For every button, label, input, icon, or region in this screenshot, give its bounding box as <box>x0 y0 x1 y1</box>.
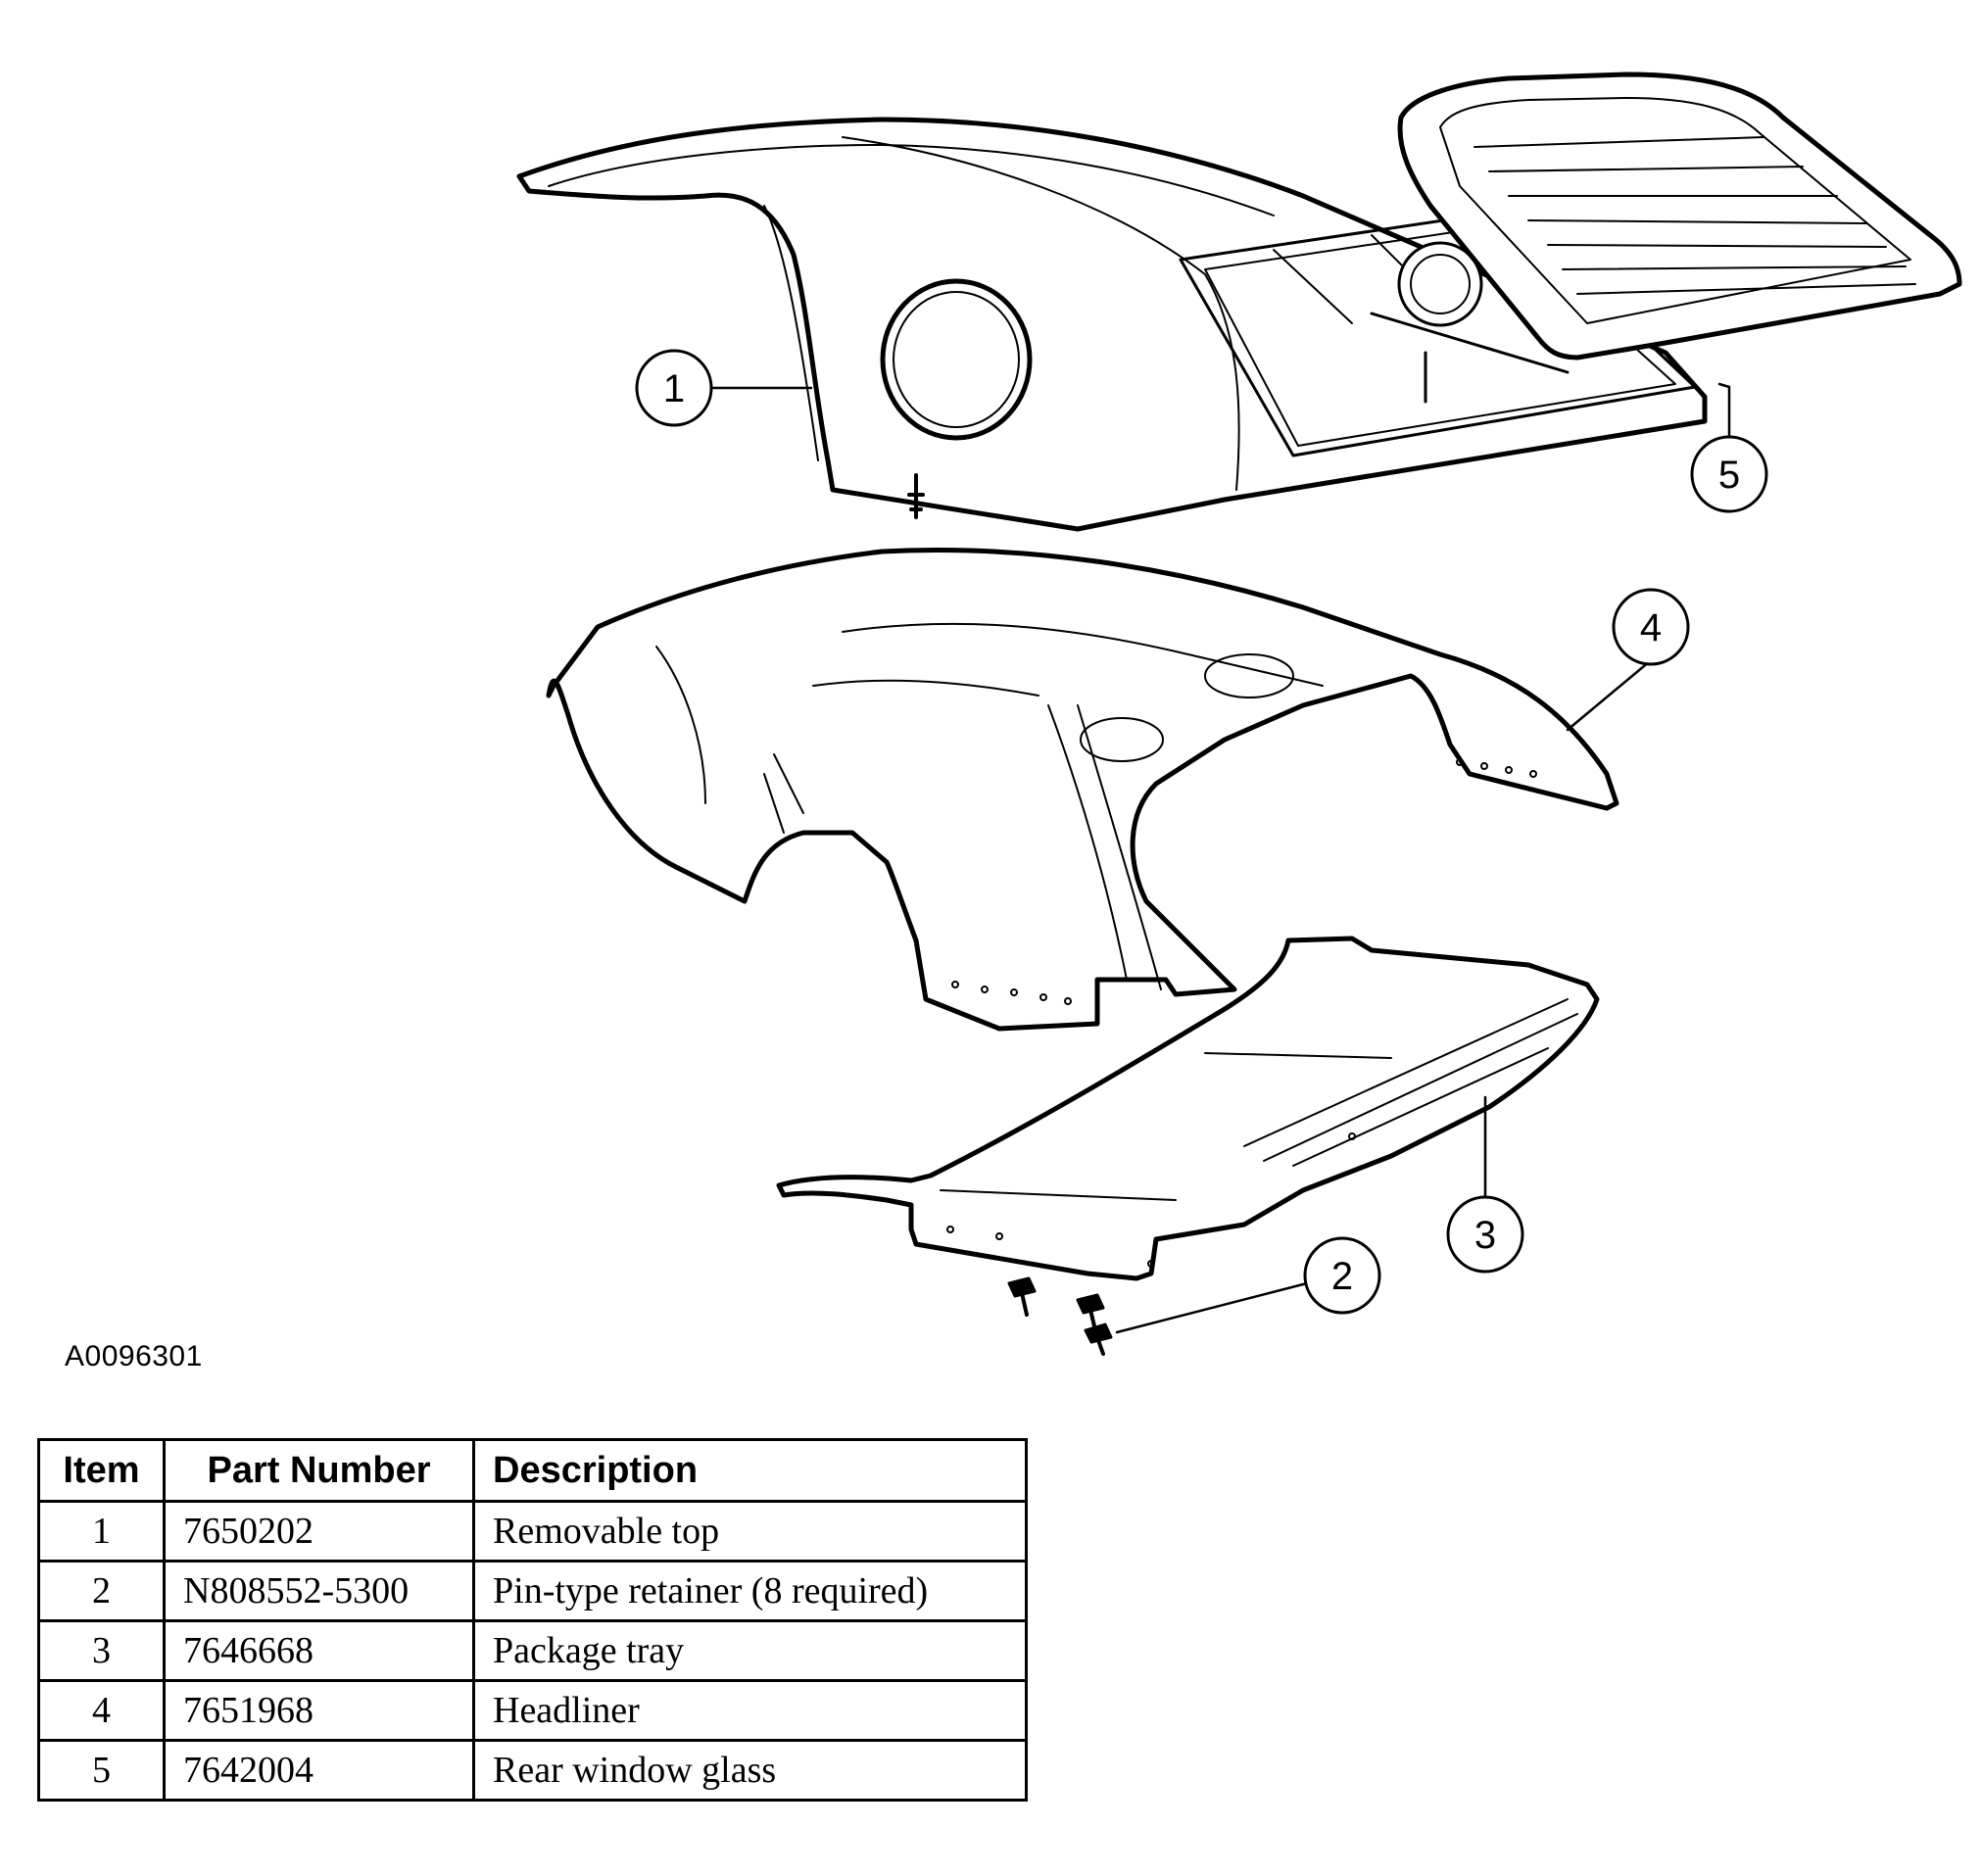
callout-circle-2 <box>1303 1236 1381 1315</box>
package-tray-part <box>776 936 1600 1281</box>
parts-table: Item Part Number Description 1 7650202 R… <box>37 1438 1028 1802</box>
callout-circle-1 <box>635 349 713 427</box>
item-cell: 1 <box>37 1500 166 1563</box>
callout-label-5: 5 <box>1718 454 1740 497</box>
description-cell: Headliner <box>472 1679 1028 1742</box>
table-row: 1 7650202 Removable top <box>37 1500 1028 1563</box>
table-row: 2 N808552-5300 Pin-type retainer (8 requ… <box>37 1560 1028 1622</box>
callout-label-2: 2 <box>1331 1255 1353 1298</box>
callout-label-4: 4 <box>1640 606 1662 649</box>
callout-circle-5 <box>1690 435 1768 513</box>
removable-top-part <box>516 117 1708 532</box>
item-cell: 5 <box>37 1739 166 1802</box>
pin-type-retainer-parts <box>1007 1276 1113 1356</box>
column-header-description: Description <box>472 1438 1028 1503</box>
leader-lines <box>709 382 1731 1334</box>
table-header-row: Item Part Number Description <box>37 1438 1028 1503</box>
description-cell: Pin-type retainer (8 required) <box>472 1560 1028 1622</box>
description-cell: Rear window glass <box>472 1739 1028 1802</box>
item-cell: 4 <box>37 1679 166 1742</box>
table-row: 4 7651968 Headliner <box>37 1679 1028 1742</box>
column-header-item: Item <box>37 1438 166 1503</box>
callout-label-1: 1 <box>663 367 685 410</box>
table-row: 5 7642004 Rear window glass <box>37 1739 1028 1802</box>
column-header-part-number: Part Number <box>163 1438 475 1503</box>
part-number-cell: 7651968 <box>163 1679 475 1742</box>
figure-id: A0096301 <box>65 1340 203 1372</box>
callout-circle-4 <box>1612 588 1690 666</box>
part-number-cell: 7642004 <box>163 1739 475 1802</box>
callout-circle-3 <box>1446 1195 1524 1274</box>
item-cell: 3 <box>37 1619 166 1682</box>
item-cell: 2 <box>37 1560 166 1622</box>
table-row: 3 7646668 Package tray <box>37 1619 1028 1682</box>
callout-label-3: 3 <box>1474 1214 1496 1257</box>
part-number-cell: 7650202 <box>163 1500 475 1563</box>
description-cell: Package tray <box>472 1619 1028 1682</box>
part-number-cell: 7646668 <box>163 1619 475 1682</box>
rear-window-glass-part <box>1397 72 1962 361</box>
part-number-cell: N808552-5300 <box>163 1560 475 1622</box>
exploded-view-diagram: 1 2 3 4 5 <box>516 72 1962 1356</box>
description-cell: Removable top <box>472 1500 1028 1563</box>
headliner-part <box>546 548 1619 1032</box>
